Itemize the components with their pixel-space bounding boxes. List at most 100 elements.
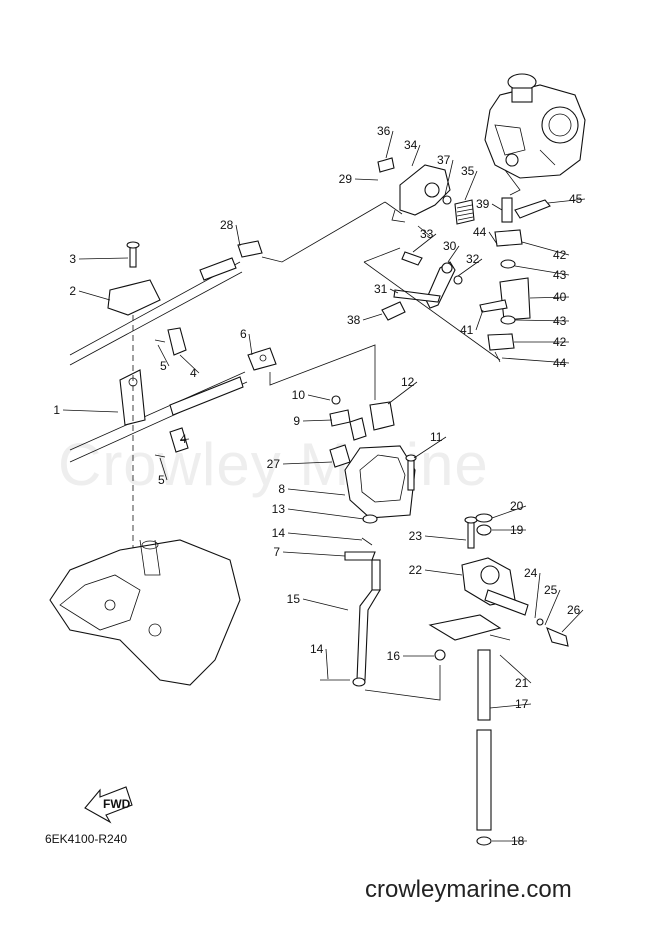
callout-leader [387, 381, 418, 405]
callout-24: 24 [524, 566, 538, 580]
callout-leader [544, 589, 561, 626]
callout-17: 17 [515, 697, 529, 711]
diagram-code: 6EK4100-R240 [45, 832, 128, 846]
callout-43: 43 [553, 268, 567, 282]
shift-guide-part [329, 395, 417, 519]
throttle-cable-part [69, 240, 263, 366]
callout-group: 1234455678910111213141415161718192021222… [53, 124, 586, 848]
callout-leader [411, 144, 421, 167]
callout-39: 39 [476, 197, 490, 211]
shift-arm-part [461, 513, 569, 647]
callout-37: 37 [437, 153, 451, 167]
shift-shaft-part [428, 614, 511, 846]
callout-leader [534, 572, 541, 619]
callout-leader [529, 296, 570, 299]
linkage-arm-part [381, 251, 463, 321]
callout-22: 22 [409, 563, 423, 577]
callout-leader [547, 198, 586, 204]
callout-42: 42 [553, 248, 567, 262]
callout-10: 10 [292, 388, 306, 402]
callout-leader [514, 265, 570, 276]
throttle-body-part [484, 73, 586, 196]
callout-leader [307, 394, 331, 401]
callout-33: 33 [420, 227, 434, 241]
callout-44: 44 [473, 225, 487, 239]
callout-leader [385, 130, 394, 159]
callout-leader [159, 457, 168, 481]
callout-5: 5 [158, 473, 165, 487]
callout-42: 42 [553, 335, 567, 349]
callout-21: 21 [515, 676, 529, 690]
callout-12: 12 [401, 375, 415, 389]
callout-leader [457, 258, 483, 277]
callout-leader [488, 231, 498, 245]
callout-31: 31 [374, 282, 388, 296]
callout-5: 5 [160, 359, 167, 373]
site-url: crowleymarine.com [365, 876, 572, 903]
callout-leader [424, 569, 463, 576]
callout-15: 15 [287, 592, 301, 606]
callout-leader [235, 224, 241, 247]
callout-leader [491, 505, 527, 519]
shift-rod-part [320, 514, 381, 687]
callout-44: 44 [553, 356, 567, 370]
callout-2: 2 [69, 284, 76, 298]
callout-leader [302, 419, 333, 422]
callout-leader [499, 654, 532, 684]
lower-casing-part [49, 539, 241, 686]
callout-14: 14 [272, 526, 286, 540]
callout-leader [325, 648, 329, 680]
callout-leader [561, 609, 584, 633]
callout-leader [302, 598, 349, 611]
shift-cable-part [69, 347, 277, 463]
callout-4: 4 [190, 366, 197, 380]
callout-27: 27 [267, 457, 281, 471]
callout-leader [354, 178, 379, 181]
callout-29: 29 [339, 172, 353, 186]
callout-32: 32 [466, 252, 480, 266]
callout-leader [282, 461, 333, 465]
callout-43: 43 [553, 314, 567, 328]
fwd-label: FWD [103, 797, 131, 811]
callout-leader [444, 159, 454, 196]
callout-leader [78, 257, 129, 260]
callout-leader [514, 319, 570, 322]
callout-leader [489, 703, 532, 709]
callout-13: 13 [272, 502, 286, 516]
callout-leader [521, 241, 570, 256]
callout-leader [157, 344, 170, 367]
callout-30: 30 [443, 239, 457, 253]
callout-38: 38 [347, 313, 361, 327]
callout-26: 26 [567, 603, 581, 617]
callout-leader [287, 488, 346, 496]
callout-23: 23 [409, 529, 423, 543]
callout-25: 25 [544, 583, 558, 597]
callout-18: 18 [511, 834, 525, 848]
callout-leader [62, 409, 119, 413]
callout-leader [282, 551, 346, 557]
throttle-cam-part [377, 157, 475, 225]
callout-leader [389, 288, 399, 294]
callout-leader [464, 170, 478, 201]
callout-leader [424, 535, 467, 541]
callout-36: 36 [377, 124, 391, 138]
callout-28: 28 [220, 218, 234, 232]
callout-leader [179, 438, 190, 441]
callout-leader [501, 357, 570, 364]
callout-leader [179, 354, 200, 374]
callout-45: 45 [569, 192, 583, 206]
callout-19: 19 [510, 523, 524, 537]
callout-16: 16 [387, 649, 401, 663]
callout-leader [248, 333, 253, 356]
lever-assembly-part [479, 197, 551, 363]
callout-8: 8 [278, 482, 285, 496]
callout-leader [447, 245, 460, 263]
callout-leader [78, 290, 111, 301]
callout-3: 3 [69, 252, 76, 266]
callout-1: 1 [53, 403, 60, 417]
callout-leader [475, 309, 484, 331]
callout-leader [362, 313, 383, 321]
callout-leader [413, 436, 447, 459]
callout-leader [412, 233, 437, 253]
